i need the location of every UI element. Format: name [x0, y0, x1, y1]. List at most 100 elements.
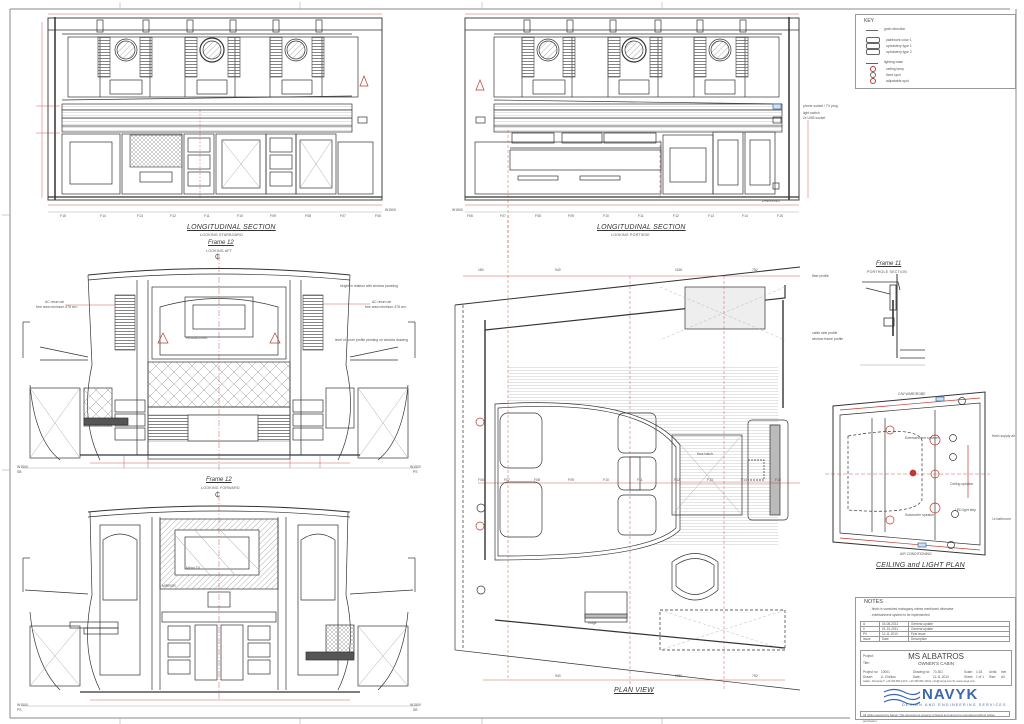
waterline-label: W1500 [410, 703, 421, 707]
callout: Subwoofer speaker [905, 513, 935, 517]
callout: AC return air [45, 300, 65, 304]
key-legend: KEY grain direction paintwork color 1 up… [855, 14, 1016, 89]
waterline-label: W1500 [17, 703, 28, 707]
key-item: lighting base [866, 60, 903, 64]
brand-name: NAVYK [922, 686, 979, 703]
ceiling-lamp-icon [870, 66, 876, 72]
view-subtitle-long-section-port: LOOKING PORTSIDE [611, 233, 650, 237]
callout: floor hatch [697, 452, 713, 456]
side-label: SB [17, 470, 22, 474]
long-section-portside [464, 17, 800, 201]
centerline-symbol: ₵ [215, 492, 221, 499]
frame-label: F06 [478, 478, 484, 482]
side-label: PS [413, 470, 418, 474]
frame-label: F15 [60, 214, 66, 218]
frame-label: F11 [638, 214, 644, 218]
callout: AIR CONDITIONING [900, 552, 932, 556]
project-number: 10001 [881, 670, 890, 674]
dimension: 940 [555, 674, 561, 678]
frame-label: F13 [707, 478, 713, 482]
callout: fridge [588, 621, 597, 625]
sheet-size: A0 [1001, 675, 1005, 679]
dimension: 180 [478, 268, 484, 272]
key-item: paintwork color 1 [866, 37, 912, 43]
frame-label: F09 [270, 214, 276, 218]
revision-header: Issue Date Description [860, 636, 1010, 642]
frame-label: F08 [535, 214, 541, 218]
revision-table: A 04-08-2012 General update 0 01-10-2011… [860, 621, 1010, 642]
frame-label: F12 [673, 214, 679, 218]
callout: LED light strip [955, 508, 977, 512]
callout: height in relation with window paneling [340, 284, 398, 288]
tag-icon [866, 37, 880, 43]
brand-tagline: DESIGN AND ENGINEERING SERVICES [902, 703, 1007, 707]
view-subtitle-frame12-fwd: LOOKING FORWARD [201, 486, 240, 490]
view-title-long-section-port: LONGITUDINAL SECTION [597, 224, 686, 231]
arrow-icon [866, 28, 878, 31]
frame-label: F14 [742, 214, 748, 218]
lighting-line-icon [866, 61, 878, 64]
tag-icon [866, 43, 880, 49]
frame-label: F10 [603, 478, 609, 482]
callout: Ceiling speaker [950, 482, 974, 486]
drawing-date: 11-11-2010 [933, 675, 949, 679]
view-title-frame12-aft: Frame 12 [208, 240, 234, 246]
copyright-notice: All rights reserved by Navyk. This docum… [860, 711, 1010, 723]
drawing-number: 70-301 [933, 670, 943, 674]
frame-label: F15 [775, 478, 781, 482]
frame-label: F11 [637, 478, 643, 482]
callout: free area minimum 478 cm² [365, 305, 407, 309]
adjustable-spot-icon [870, 78, 876, 84]
key-item: grain direction [866, 27, 905, 31]
view-title-ceiling-plan: CEILING and LIGHT PLAN [876, 562, 965, 569]
waterline-label: W1500 [385, 208, 396, 212]
callout: cable side profile [812, 331, 838, 335]
view-title-frame12-fwd: Frame 12 [206, 477, 232, 483]
view-subtitle-frame12-aft: LOOKING AFT [206, 249, 233, 253]
view-subtitle-frame11: PORTHOLE SECTION [867, 270, 907, 274]
frame-label: F12 [170, 214, 176, 218]
frame-label: F08 [305, 214, 311, 218]
frame-label: F06 [375, 214, 381, 218]
frame-label: F10 [237, 214, 243, 218]
callout: phone socket / TV plug [803, 104, 838, 108]
callout: AC return air [372, 300, 392, 304]
frame-label: F15 [777, 214, 783, 218]
view-title-plan-view: PLAN VIEW [614, 687, 654, 694]
frame-label: F08 [534, 478, 540, 482]
frame-label: F11 [204, 214, 210, 218]
dimension: 1150 [675, 674, 683, 678]
units: mm [1001, 670, 1007, 674]
notes-title: NOTES [864, 599, 883, 605]
tv-label: Mirror TV [186, 566, 201, 570]
view-subtitle-long-section-stbd: LOOKING STARBOARD [200, 233, 243, 237]
contact-info: Galati - Romania T: +40 336 802 140 F: +… [863, 680, 975, 683]
side-label: SB [413, 708, 418, 712]
frame-label: F14 [100, 214, 106, 218]
notes-title-block: NOTES - finish is varnished mahogany unl… [855, 597, 1016, 723]
frame-label: F07 [340, 214, 346, 218]
key-item: fixed spot [866, 72, 901, 78]
callout: 1x bathroom [992, 517, 1011, 521]
dimension: 752 [752, 268, 758, 272]
callout: level of cover profile pending on window… [335, 338, 408, 342]
note-line: - finish is varnished mahogany unless me… [870, 607, 954, 611]
drawn-by: A. Chirilau [881, 675, 896, 679]
callout: fiber profile [812, 274, 829, 278]
side-label: PS [17, 708, 22, 712]
key-item: upholstery type 1 [866, 43, 912, 49]
navyk-logo: NAVYK DESIGN AND ENGINEERING SERVICES [860, 684, 1010, 710]
frame11-porthole-section [860, 274, 925, 366]
waterline-label: W1500 [17, 465, 28, 469]
key-item: adjustable spot [866, 78, 909, 84]
callout: C/W WARDROBE [898, 392, 926, 396]
key-item: ceiling lamp [866, 66, 904, 72]
frame-label: F10 [603, 214, 609, 218]
headboard-label: HEADBOARD [186, 336, 208, 340]
callout: window frame profile [812, 337, 844, 341]
ceiling-light-plan [832, 391, 986, 556]
waterline-label: W1500 [410, 465, 421, 469]
key-title: KEY [864, 18, 875, 24]
